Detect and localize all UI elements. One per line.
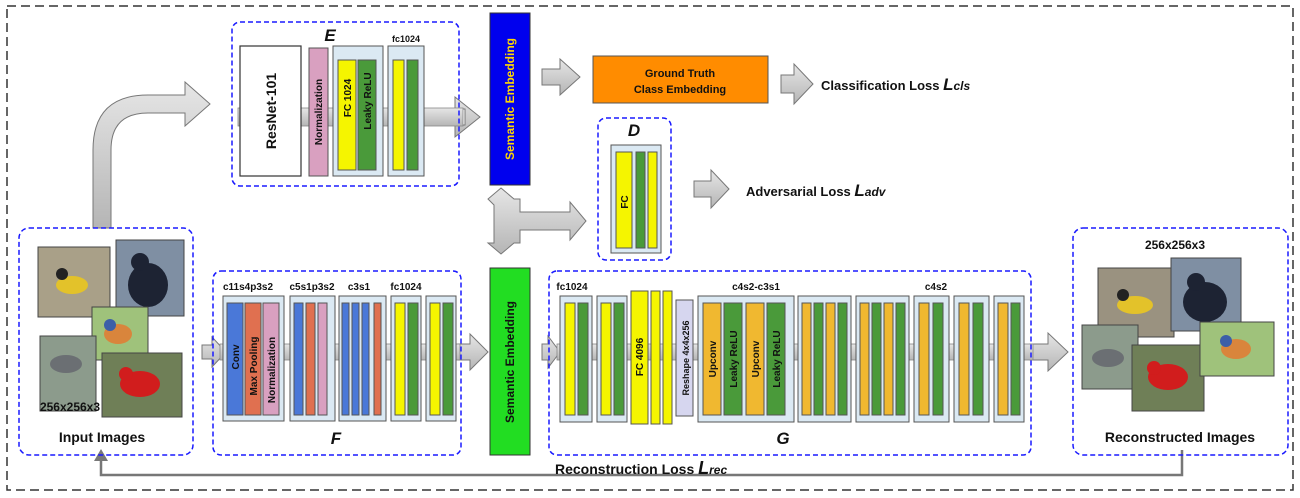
f-layer2-label: c5s1p3s2 — [289, 282, 334, 293]
output-images-title: Reconstructed Images — [1105, 429, 1255, 445]
g-reshape-bar — [675, 299, 694, 417]
input-to-f-arrow — [201, 335, 227, 369]
resnet-box — [239, 45, 302, 177]
f-norm-bar — [262, 302, 280, 416]
discriminator-box — [597, 117, 672, 261]
d-to-adv-arrow — [693, 168, 730, 210]
feature-net-box — [212, 270, 462, 456]
f-layer1-label: c11s4p3s2 — [223, 282, 273, 293]
encoder-fc-bar — [337, 59, 357, 171]
output-images-box — [1072, 227, 1289, 456]
ground-truth-line2: Class Embedding — [634, 84, 726, 96]
gt-to-cls-arrow — [780, 62, 814, 106]
f-norm-label: Normalization — [267, 337, 278, 403]
generator-letter: G — [776, 429, 789, 448]
ground-truth-line1: Ground Truth — [645, 68, 716, 80]
input-images-title: Input Images — [59, 429, 146, 445]
reconstruction-loss: Reconstruction Loss Lrec — [555, 458, 727, 478]
semantic-to-g-arrow — [541, 334, 561, 370]
f-layer4-label: fc1024 — [390, 282, 422, 293]
output-bird-photos — [1081, 257, 1275, 412]
output-size-label: 256x256x3 — [1145, 238, 1205, 252]
semantic-to-gt-arrow — [541, 57, 581, 97]
g-fc4096-bar — [630, 290, 649, 425]
input-to-encoder-arrow — [92, 80, 211, 229]
f-layer3-label: c3s1 — [348, 282, 371, 293]
ground-truth-box — [592, 55, 769, 104]
encoder-box — [231, 21, 460, 187]
feature-net-letter: F — [331, 429, 342, 448]
semantic-embedding-bottom — [489, 267, 531, 456]
encoder-fc-label: FC 1024 — [343, 78, 354, 117]
generator-box — [548, 270, 1032, 456]
encoder-resnet-label: ResNet-101 — [263, 73, 279, 149]
encoder-leaky-bar — [357, 59, 377, 171]
f-maxpool-label: Max Pooling — [249, 337, 260, 396]
discriminator-letter: D — [628, 121, 640, 140]
input-bird-photos — [37, 239, 185, 418]
f-conv-label: Conv — [231, 344, 242, 369]
semantic-embedding-top — [489, 12, 531, 186]
f-maxpool-bar — [244, 302, 262, 416]
g-fc4096-label: FC 4096 — [635, 337, 646, 376]
classification-loss: Classification Loss Lcls — [821, 75, 970, 94]
encoder-fc1024-label: fc1024 — [392, 34, 420, 44]
g-layer2-label: c4s2-c3s1 — [732, 282, 780, 293]
encoder-leaky-label: Leaky ReLU — [363, 72, 374, 129]
discriminator-fc-bar — [615, 151, 633, 249]
g-upconv1-label: Upconv — [708, 340, 719, 377]
g-leaky2-label: Leaky ReLU — [772, 330, 783, 387]
g-reshape-label: Reshape 4x4x256 — [681, 320, 691, 395]
g-layer1-label: fc1024 — [556, 282, 588, 293]
input-images-box — [18, 227, 194, 456]
g-upconv2-label: Upconv — [751, 340, 762, 377]
outer-frame — [6, 5, 1294, 491]
g-to-output-arrow — [1029, 331, 1069, 373]
encoder-normalization-label: Normalization — [314, 79, 325, 145]
reconstruction-loss-line — [99, 450, 1184, 477]
input-size-label: 256x256x3 — [40, 400, 100, 414]
discriminator-fc-label: FC — [620, 195, 631, 208]
flow-arrows — [92, 57, 1069, 373]
g-leaky1-label: Leaky ReLU — [729, 330, 740, 387]
normalization-bar — [308, 47, 329, 177]
semantic-cross-arrow — [486, 187, 587, 255]
g-layer3-label: c4s2 — [925, 282, 948, 293]
adversarial-loss: Adversarial Loss Ladv — [746, 181, 887, 200]
f-conv-bar — [226, 302, 244, 416]
semantic-top-label: Semantic Embedding — [503, 38, 517, 160]
encoder-letter: E — [324, 26, 336, 45]
semantic-bottom-label: Semantic Embedding — [503, 301, 517, 423]
f-to-semantic-arrow — [457, 332, 489, 372]
